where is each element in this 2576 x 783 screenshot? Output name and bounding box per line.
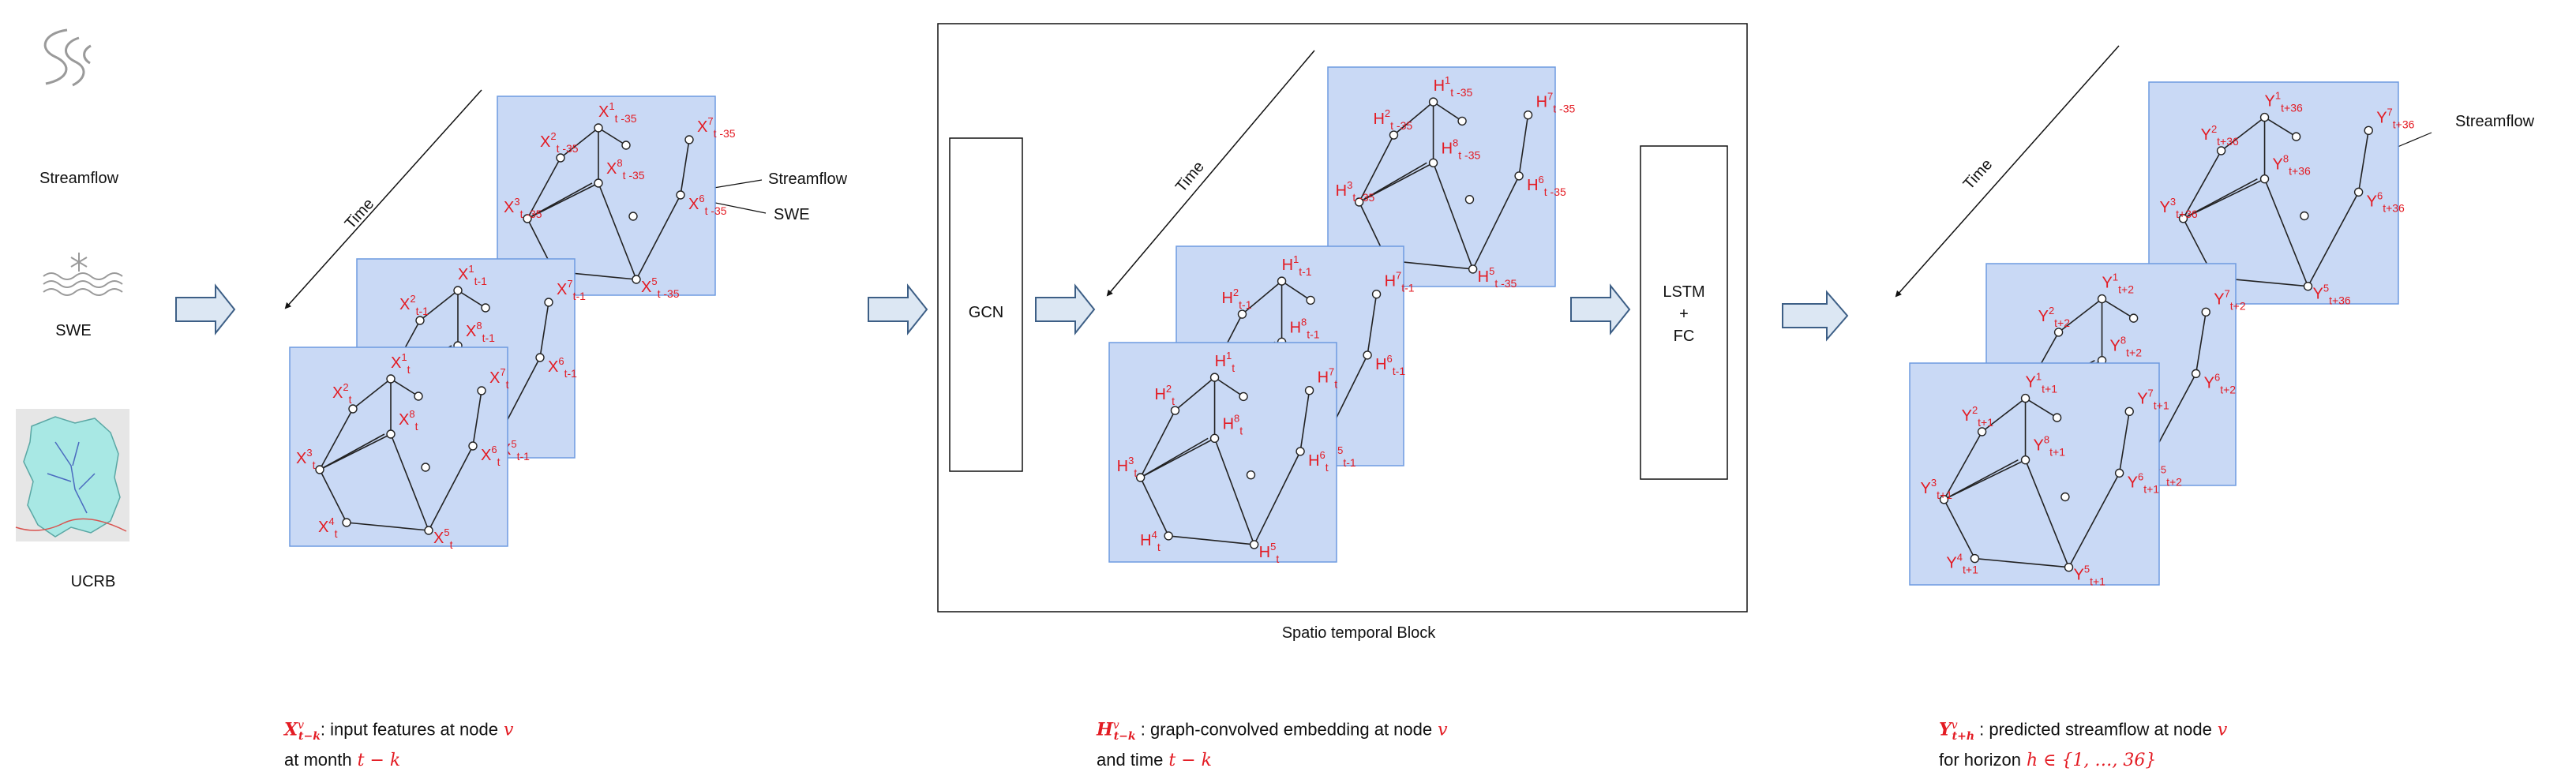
arrow-3 [1035, 283, 1096, 335]
streamflow-label: Streamflow [39, 170, 119, 187]
node-label-2: X2t -35 [540, 130, 579, 155]
caption-x: Xvt−k: input features at node v at month… [284, 719, 514, 770]
snow-icon [43, 253, 123, 296]
ucrb-label: UCRB [71, 573, 116, 590]
node-label-1: X1t [391, 351, 411, 376]
node-label-7: X7t [489, 366, 509, 391]
arrow-1 [175, 283, 236, 335]
node-label-4: X4t [318, 515, 338, 540]
swe-label: SWE [55, 322, 92, 339]
node-label-7: H7t [1318, 366, 1338, 391]
time-label-3: Time [1960, 155, 1997, 193]
node-label-2: H2t [1154, 383, 1175, 407]
ucrb-map-icon [15, 409, 129, 541]
streamflow-icon [43, 28, 92, 87]
stack1-side-labels: Streamflow SWE [680, 170, 848, 223]
node-label-5: X5t [433, 526, 453, 551]
node-label-1: H1t [1215, 350, 1236, 374]
spatio-temporal-block [937, 23, 1748, 613]
gcn-label: GCN [969, 304, 1003, 321]
plus-label: + [1679, 305, 1689, 323]
arrow-5 [1782, 290, 1849, 342]
node-label-7: Y7t+1 [2137, 387, 2169, 411]
time-label-1: Time [342, 195, 378, 232]
node-label-3: H3t [1117, 455, 1138, 479]
lstm-fc-box [1640, 145, 1728, 480]
gcn-box [949, 137, 1023, 472]
caption-h: Hvt−k : graph-convolved embedding at nod… [1097, 719, 1448, 770]
stack1-swe-label: SWE [774, 206, 810, 223]
node-label-6: H6t [1308, 449, 1329, 474]
time-label-2: Time [1172, 158, 1208, 196]
stack3-streamflow-label: Streamflow [2455, 113, 2535, 130]
node-label-6: X6t [481, 444, 501, 468]
caption-y: Yvt+h : predicted streamflow at node v f… [1939, 719, 2228, 770]
time-arrow-3: Time [1895, 45, 2120, 298]
node-label-5: H5t [1259, 541, 1280, 565]
node-label-2: X2t [332, 381, 352, 406]
node-label-8: X8t -35 [606, 157, 645, 182]
node-label-4: H4t [1140, 529, 1161, 553]
node-label-3: X3t [296, 447, 316, 471]
node-label-8: H8t [1223, 412, 1243, 436]
arrow-4 [1570, 283, 1631, 335]
lstm-label: LSTM [1663, 283, 1704, 301]
stack1-streamflow-label: Streamflow [768, 170, 848, 188]
fc-label: FC [1674, 328, 1695, 345]
arrow-2 [868, 283, 928, 335]
block-caption: Spatio temporal Block [1282, 624, 1437, 642]
node-label-8: X8t [399, 408, 418, 433]
